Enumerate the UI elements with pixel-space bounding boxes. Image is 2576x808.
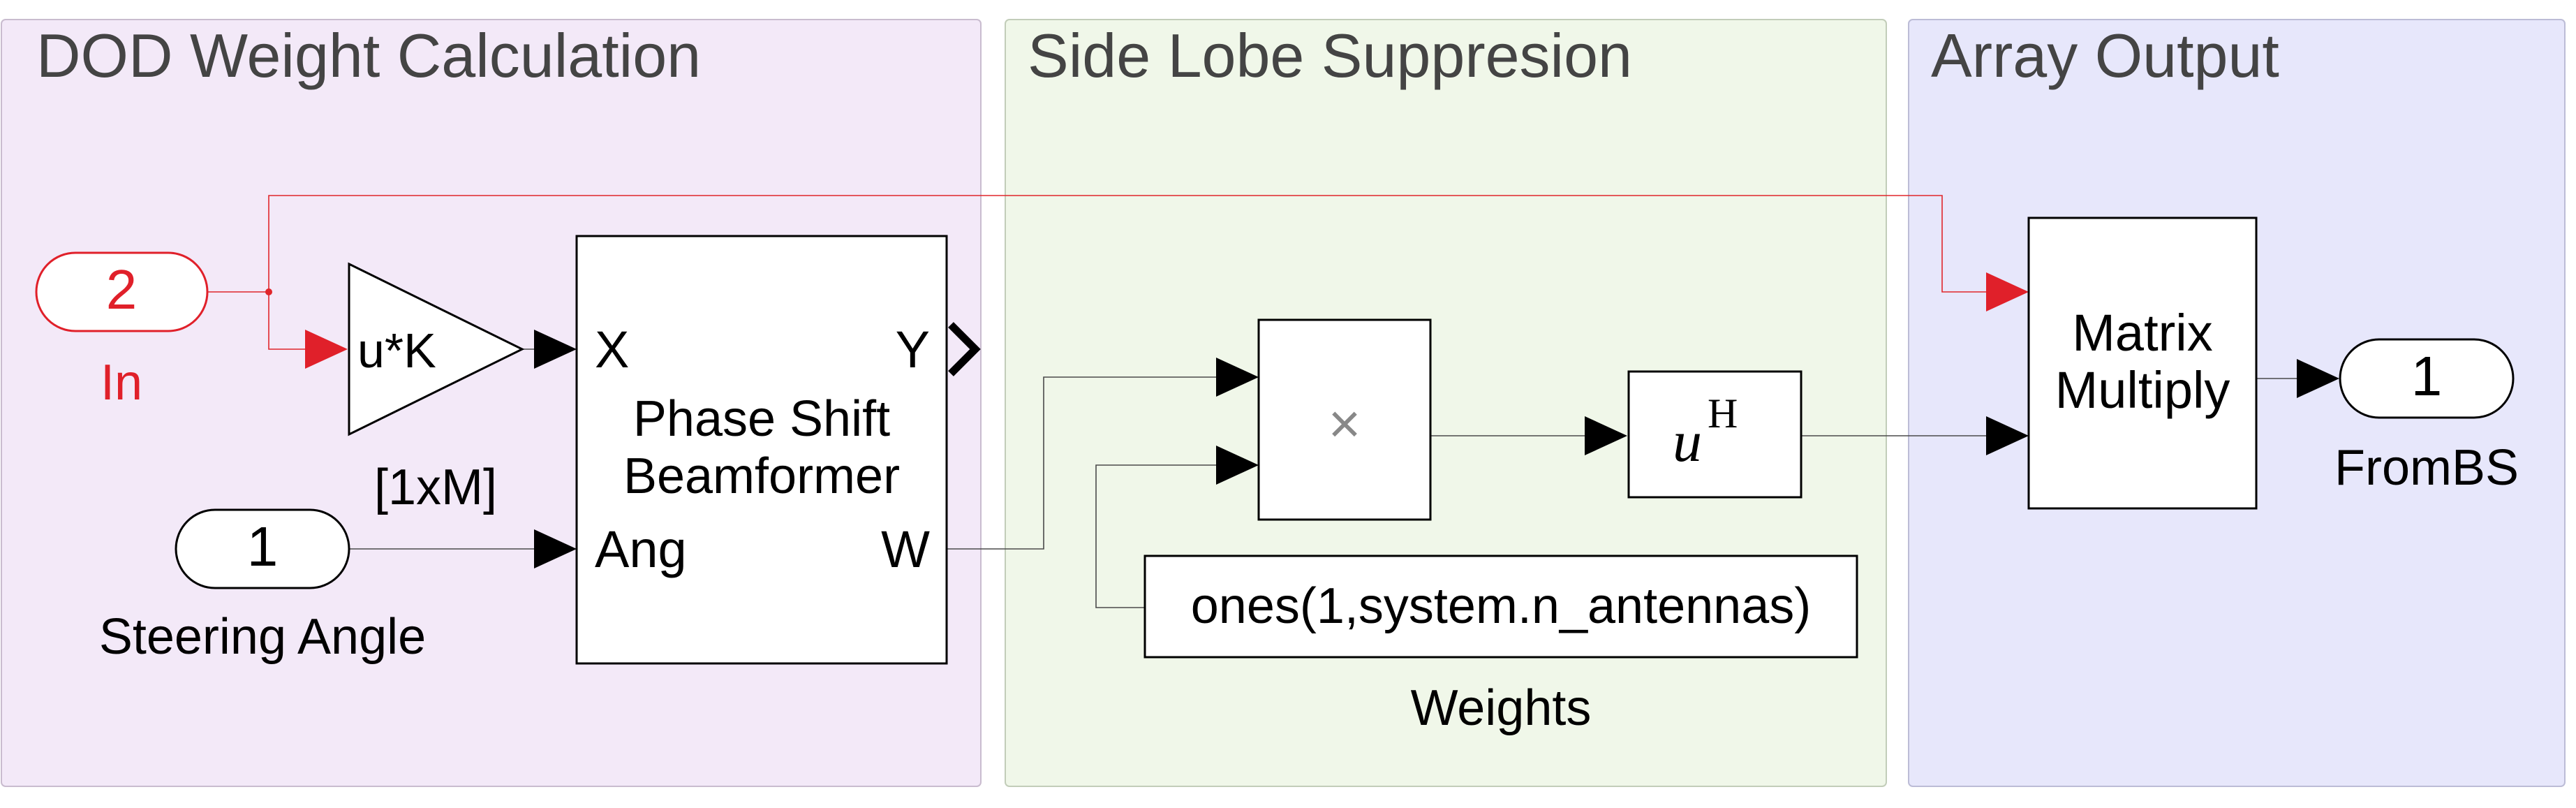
beamformer-body <box>575 235 948 665</box>
outport-label: FromBS <box>2334 440 2519 496</box>
arrow-product-in1 <box>1216 358 1259 397</box>
beamformer-port-w: W <box>881 520 930 578</box>
beamformer-title-line1: Phase Shift <box>633 391 890 447</box>
hermitian-block[interactable]: u H <box>1627 370 1803 499</box>
gain-text: u*K <box>357 323 436 378</box>
matrix-multiply-block[interactable]: Matrix Multiply <box>2027 216 2258 510</box>
area-dod-title: DOD Weight Calculation <box>36 21 701 90</box>
signal-in-to-gain[interactable] <box>207 291 307 350</box>
product-symbol: × <box>1328 392 1361 455</box>
inport-steering-angle[interactable]: 1 Steering Angle <box>99 508 426 665</box>
constant-label: Weights <box>1411 680 1592 736</box>
beamformer-port-x: X <box>595 321 629 379</box>
arrow-outport-in <box>2297 359 2339 398</box>
area-sls-title: Side Lobe Suppresion <box>1028 21 1632 90</box>
hermitian-base: u <box>1673 409 1702 474</box>
hermitian-sup: H <box>1708 390 1738 436</box>
product-block[interactable]: × <box>1257 318 1432 521</box>
arrow-hermitian-in <box>1585 416 1627 455</box>
inport-steering-label: Steering Angle <box>99 609 426 665</box>
gain-triangle <box>348 262 525 436</box>
inport-in-body <box>35 251 209 332</box>
signal-constant-to-product[interactable] <box>1095 464 1218 608</box>
gain-block[interactable]: u*K [1xM] <box>348 262 525 515</box>
inport-steering-number: 1 <box>247 515 279 578</box>
branch-point <box>265 288 272 295</box>
arrow-beamformer-ang <box>534 529 577 568</box>
matmul-line2: Multiply <box>2055 361 2230 419</box>
phase-shift-beamformer-block[interactable]: X Ang Y W Phase Shift Beamformer <box>575 235 948 665</box>
arrow-gain-input <box>305 330 348 369</box>
arrow-matmul-in1 <box>1986 272 2029 311</box>
constant-value: ones(1,system.n_antennas) <box>1191 578 1812 634</box>
area-out-title: Array Output <box>1931 21 2279 90</box>
outport-body <box>2339 338 2515 419</box>
arrow-product-in2 <box>1216 446 1259 485</box>
inport-in[interactable]: 2 In <box>35 251 209 411</box>
signal-in-to-matmul[interactable] <box>268 195 1990 293</box>
beamformer-port-ang: Ang <box>595 520 687 578</box>
inport-steering-body <box>175 508 350 589</box>
arrow-beamformer-x <box>534 330 577 369</box>
constant-body <box>1143 554 1858 659</box>
product-body <box>1257 318 1432 521</box>
matmul-line1: Matrix <box>2072 304 2212 362</box>
outport-frombs[interactable]: 1 FromBS <box>2334 338 2519 496</box>
matmul-body <box>2027 216 2258 510</box>
gain-label: [1xM] <box>374 460 497 515</box>
signal-w-to-product[interactable] <box>947 376 1218 550</box>
arrow-matmul-in2 <box>1986 416 2029 455</box>
inport-in-label: In <box>101 355 142 411</box>
constant-weights-block[interactable]: ones(1,system.n_antennas) Weights <box>1143 554 1858 736</box>
inport-in-number: 2 <box>106 258 138 321</box>
beamformer-port-y: Y <box>896 321 930 379</box>
outport-number: 1 <box>2411 345 2443 407</box>
beamformer-title-line2: Beamformer <box>623 448 900 504</box>
unconnected-output-y <box>948 322 981 376</box>
hermitian-body <box>1627 370 1803 499</box>
